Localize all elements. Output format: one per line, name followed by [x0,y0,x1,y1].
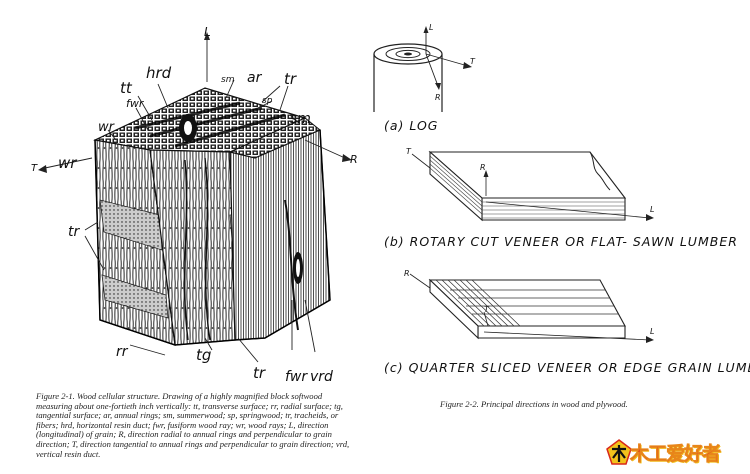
quarter-axis-R: R [404,269,410,278]
label-tr-bottom: tr [253,364,266,382]
label-R: R [350,153,358,166]
quarter-axis-T: T [484,305,490,314]
rotary-axis-L: L [650,205,654,214]
figure-2-2-caption: Figure 2-2. Principal directions in wood… [440,399,628,409]
rotary-veneer-diagram: T R L [406,147,654,222]
label-hrd: hrd [146,64,172,82]
label-fwr-top: fwr [126,97,145,110]
quarter-axis-L: L [650,327,654,336]
label-tg: tg [196,346,211,364]
rotary-axis-R: R [480,163,486,172]
label-sm: sm [290,111,311,127]
log-axis-R: R [435,93,441,102]
label-ar: ar [247,70,263,86]
quarter-label: (c) QUARTER SLICED VENEER OR EDGE GRAIN … [384,360,750,375]
watermark-text: 木工爱好者 [630,443,722,466]
label-sm-small: sm [221,75,235,85]
watermark-badge [606,439,632,465]
log-axis-T: T [470,57,476,66]
quarter-veneer-diagram: R T L [404,269,654,343]
label-tt: tt [120,79,133,97]
label-tr-top: tr [284,70,297,88]
rotary-axis-T: T [406,147,412,156]
site-watermark-logo: 木工爱好者 [604,437,734,467]
rotary-label: (b) ROTARY CUT VENEER OR FLAT- SAWN LUMB… [384,234,738,249]
log-label: (a) LOG [384,118,439,133]
label-wr-left: wr [58,154,77,172]
label-tr-left: tr [68,224,80,240]
figure-2-1-caption: Figure 2-1. Wood cellular structure. Dra… [36,391,350,459]
log-diagram: L T R [373,23,476,112]
label-fwr-bottom: fwr [285,369,308,385]
label-wr-top: wr [98,120,116,135]
log-axis-L: L [429,23,433,32]
wood-structure-drawing: L hrd tt fwr sm ar tr sp sm R T wr wr tr… [31,25,358,385]
label-T: T [31,163,38,174]
label-L: L [204,25,211,39]
label-vrd: vrd [310,369,333,385]
label-sp: sp [262,96,273,106]
label-rr: rr [116,344,129,360]
